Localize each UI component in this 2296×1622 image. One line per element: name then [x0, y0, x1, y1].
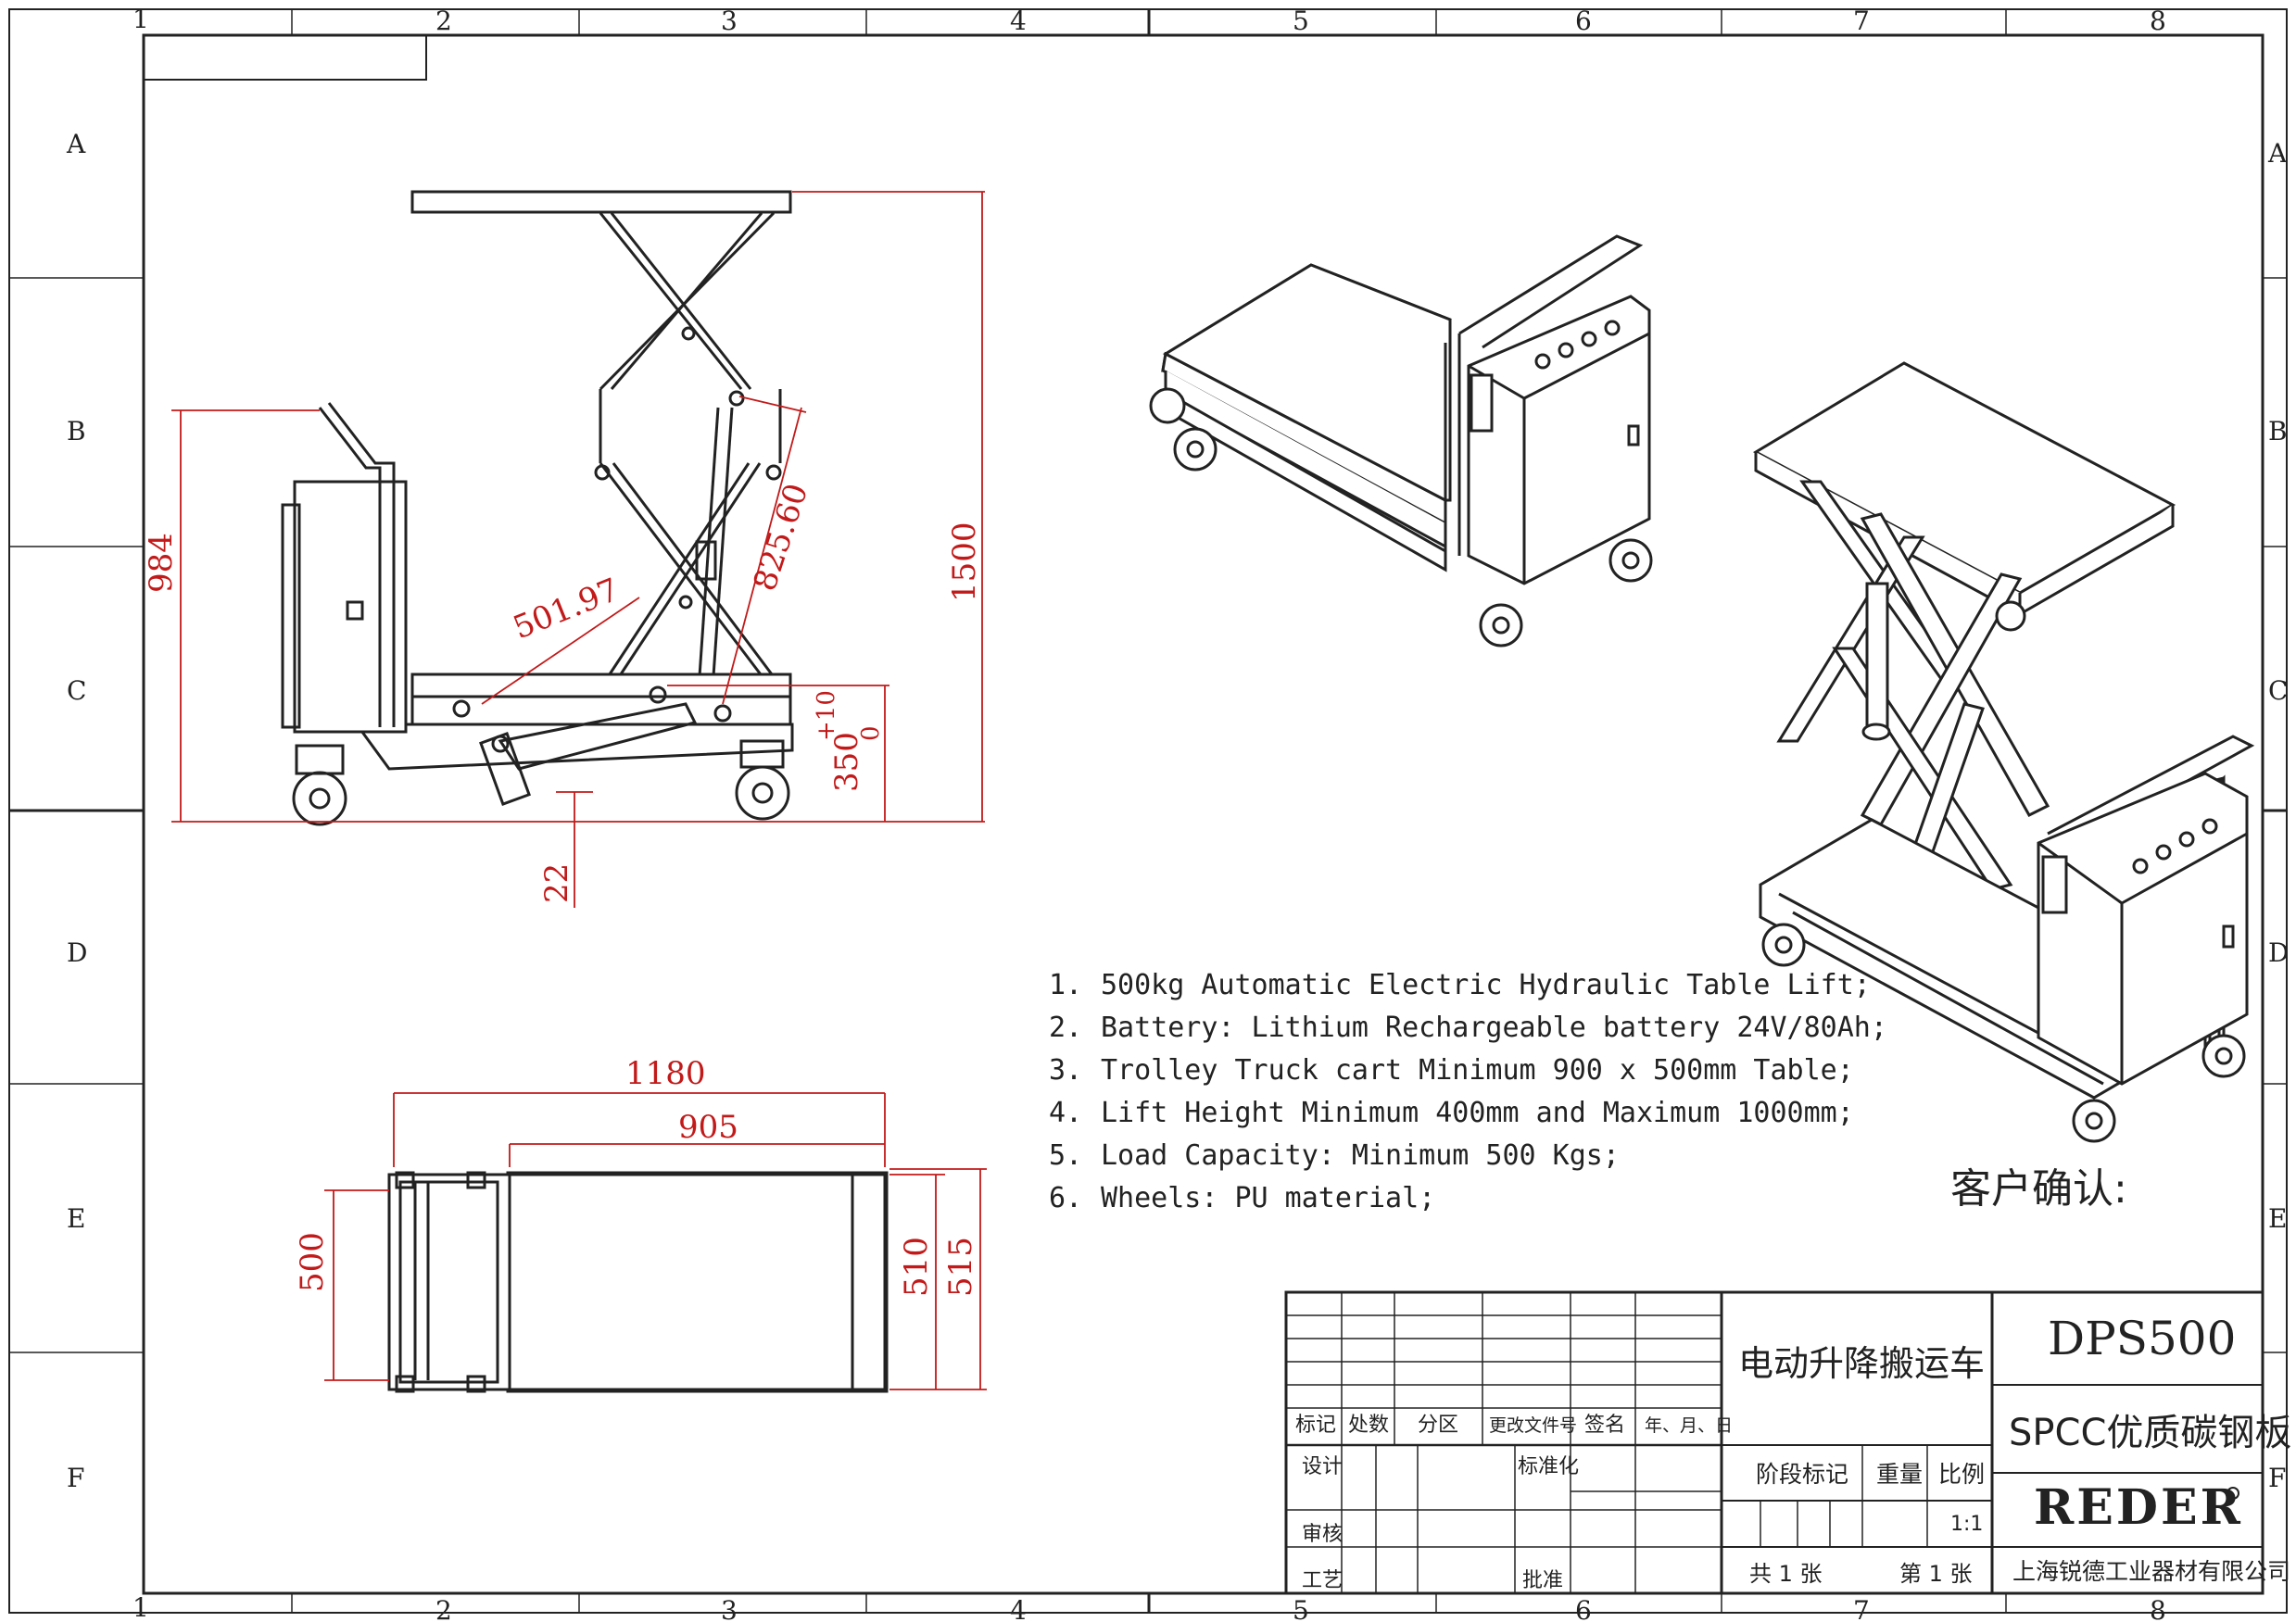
tb-role-design: 设计 [1302, 1455, 1343, 1478]
col-label-1-top: 1 [132, 4, 149, 34]
tb-role-standardization: 标准化 [1518, 1455, 1579, 1478]
col-label-3-bottom: 3 [721, 1595, 738, 1622]
spec-item-4: Lift Height Minimum 400mm and Maximum 10… [1101, 1097, 1854, 1129]
spec-item-1: 500kg Automatic Electric Hydraulic Table… [1101, 969, 1871, 1001]
isometric-view-raised [1752, 361, 2255, 1143]
tb-header-change-doc: 更改文件号 [1489, 1415, 1577, 1436]
product-name: 电动升降搬运车 [1738, 1343, 1985, 1384]
side-view-drawing [281, 190, 794, 826]
top-view-dimensions [324, 1092, 987, 1390]
specification-list: 1. 500kg Automatic Electric Hydraulic Ta… [1049, 969, 1887, 1214]
dim-350: 350 [828, 732, 865, 792]
product-code: DPS500 [2048, 1312, 2236, 1365]
col-label-8-bottom: 8 [2150, 1595, 2166, 1622]
material-spec: SPCC优质碳钢板 [2009, 1412, 2291, 1454]
spec-number-6: 6. [1049, 1182, 1082, 1214]
sheets-total: 共 1 张 [1749, 1561, 1823, 1587]
tb-header-mark: 标记 [1295, 1414, 1336, 1437]
col-label-2-top: 2 [435, 6, 452, 36]
spec-number-5: 5. [1049, 1139, 1082, 1172]
tb-role-approve: 批准 [1522, 1569, 1563, 1592]
spec-item-5: Load Capacity: Minimum 500 Kgs; [1101, 1139, 1620, 1172]
isometric-view-lowered [1149, 234, 1653, 648]
row-label-d-right: D [2268, 937, 2289, 968]
col-label-3-top: 3 [721, 6, 738, 36]
dim-501-97: 501.97 [508, 572, 624, 648]
sheet-index: 第 1 张 [1899, 1561, 1973, 1587]
brand-name: REDER [2034, 1479, 2243, 1536]
weight-label: 重量 [1876, 1461, 1923, 1488]
tb-header-count: 处数 [1348, 1414, 1389, 1437]
company-name: 上海锐德工业器材有限公司 [2012, 1558, 2290, 1585]
col-label-6-bottom: 6 [1575, 1595, 1592, 1622]
col-label-5-top: 5 [1293, 6, 1309, 36]
spec-number-2: 2. [1049, 1012, 1082, 1044]
row-label-a-left: A [66, 129, 86, 159]
col-label-2-bottom: 2 [435, 1595, 452, 1622]
title-block-text: 标记 处数 分区 更改文件号 签名 年、月、日 设计 标准化 审核 工艺 批准 … [1295, 1312, 2291, 1592]
dim-510: 510 [898, 1237, 935, 1297]
row-label-c-left: C [67, 675, 86, 706]
title-block [1284, 1290, 2264, 1595]
spec-item-3: Trolley Truck cart Minimum 900 x 500mm T… [1101, 1054, 1854, 1087]
col-label-1-bottom: 1 [132, 1592, 149, 1622]
dim-825-60: 825.60 [747, 479, 816, 596]
row-label-e-left: E [67, 1203, 85, 1234]
dim-515: 515 [942, 1237, 979, 1297]
row-label-b-right: B [2268, 416, 2288, 446]
col-label-6-top: 6 [1575, 6, 1592, 36]
col-label-8-top: 8 [2150, 6, 2166, 36]
tb-role-review: 审核 [1302, 1523, 1343, 1546]
ratio-value: 1:1 [1950, 1513, 1983, 1536]
top-view-drawing [387, 1171, 889, 1393]
spec-item-6: Wheels: PU material; [1101, 1182, 1435, 1214]
row-label-b-left: B [67, 416, 86, 446]
spec-number-3: 3. [1049, 1054, 1082, 1087]
col-label-5-bottom: 5 [1293, 1595, 1309, 1622]
row-label-f-left: F [67, 1463, 84, 1493]
col-label-4-top: 4 [1010, 6, 1027, 36]
frame-column-labels: 1 2 3 4 5 6 7 8 1 2 3 4 5 6 7 8 [132, 4, 2166, 1622]
tb-role-process: 工艺 [1302, 1569, 1343, 1592]
row-label-a-right: A [2267, 138, 2288, 169]
drawing-frame [8, 8, 2288, 1614]
side-view-dimensions [171, 191, 985, 908]
row-label-c-right: C [2268, 675, 2288, 706]
tb-header-date: 年、月、日 [1645, 1415, 1733, 1436]
row-label-e-right: E [2268, 1203, 2287, 1234]
spec-number-4: 4. [1049, 1097, 1082, 1129]
row-label-f-right: F [2268, 1463, 2286, 1493]
row-label-d-left: D [67, 937, 87, 968]
col-label-7-bottom: 7 [1853, 1595, 1870, 1622]
dim-1180: 1180 [625, 1055, 706, 1092]
dim-22: 22 [538, 863, 575, 903]
dim-500: 500 [294, 1232, 331, 1292]
spec-number-1: 1. [1049, 969, 1082, 1001]
dim-zero: 0 [857, 725, 885, 741]
col-label-7-top: 7 [1853, 6, 1870, 36]
dim-984: 984 [143, 533, 180, 593]
customer-confirmation-label: 客户确认: [1950, 1165, 2127, 1213]
dim-plus-10: +10 [813, 690, 840, 741]
tb-header-signature: 签名 [1584, 1414, 1625, 1437]
spec-item-2: Battery: Lithium Rechargeable battery 24… [1101, 1012, 1887, 1044]
frame-row-labels: A B C D E F A B C D E F [66, 129, 2289, 1493]
tb-header-zone: 分区 [1418, 1414, 1458, 1437]
registered-mark-icon [2227, 1487, 2239, 1500]
col-label-4-bottom: 4 [1010, 1595, 1027, 1622]
dim-905: 905 [678, 1109, 738, 1146]
ratio-label: 比例 [1938, 1461, 1985, 1488]
dim-1500: 1500 [946, 522, 983, 602]
stage-mark-label: 阶段标记 [1756, 1461, 1848, 1488]
